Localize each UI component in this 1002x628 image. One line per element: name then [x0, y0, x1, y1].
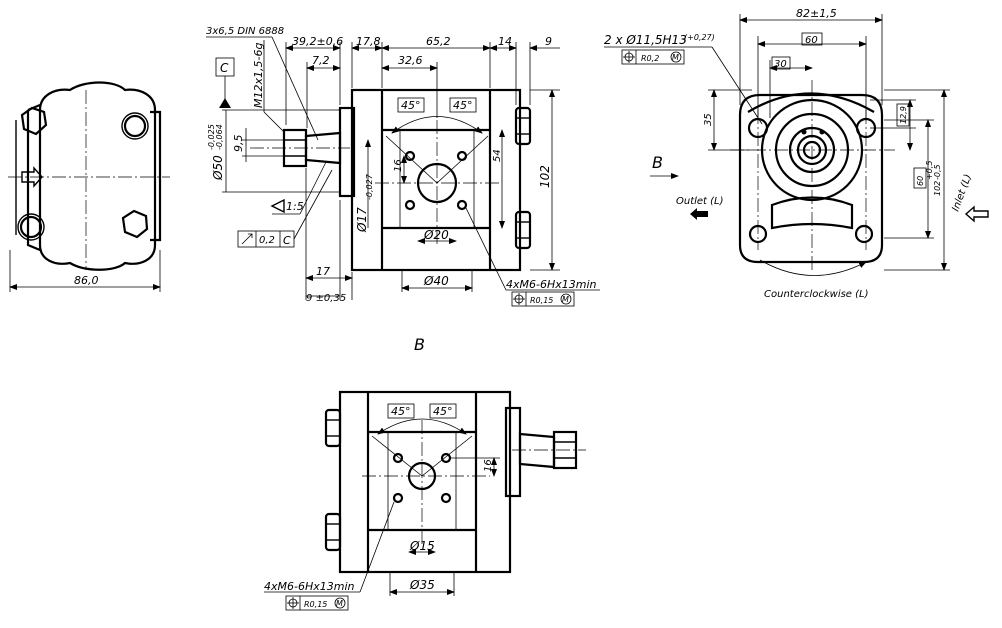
b-port-outer: Ø35	[409, 578, 435, 592]
svg-text:M: M	[336, 599, 343, 608]
rear-dim-60-v: 60	[916, 176, 925, 186]
svg-text:M: M	[672, 53, 679, 62]
rear-hole-tol: (+0,27)	[684, 33, 715, 42]
inlet-label: Inlet (L)	[950, 173, 974, 213]
front-angle-left: 45°	[401, 99, 421, 112]
rear-dim-30: 30	[774, 59, 787, 70]
front-position-tol: R0,15	[530, 296, 553, 305]
port-outer: Ø40	[423, 274, 449, 288]
dim-14: 14	[498, 35, 512, 48]
hex-nut-top-left	[20, 106, 48, 136]
dim-39-2: 39,2±0,6	[292, 35, 343, 48]
rear-dim-60: 60	[805, 35, 818, 46]
rear-dim-102-tol-upper: +0,5	[925, 161, 934, 180]
hex-nut-bottom-right	[121, 209, 149, 239]
rear-dim-35: 35	[703, 113, 714, 126]
dim-9-tol: 9 ±0,35	[306, 293, 346, 304]
front-dim-102: 102	[538, 165, 552, 188]
shaft-tol-upper: -0,025	[207, 124, 216, 150]
rear-dim-12-9: 12,9	[899, 106, 908, 124]
side-width-dim: 86,0	[74, 274, 99, 287]
dim-17-8: 17,8	[356, 35, 381, 48]
front-view: 45° 45° 39,2±0,6 17,8 65,2 14 9 7,2 32,6…	[206, 26, 600, 307]
hole-bottom-left	[19, 215, 43, 239]
front-dim-54: 54	[492, 149, 503, 162]
shaft-tol-lower: -0,064	[215, 124, 224, 150]
front-thread-callout: 4xM6-6Hx13min	[506, 278, 597, 291]
rear-dim-102-tol-lower: -0,5	[933, 164, 942, 180]
front-dim-16: 16	[393, 159, 404, 172]
taper-label: 1:5	[286, 200, 304, 213]
b-port-dia: Ø15	[409, 539, 435, 553]
b-angle-left: 45°	[391, 405, 411, 418]
view-b: B 45° 45°	[264, 335, 586, 611]
bore-small-tol: -0,027	[365, 173, 374, 200]
b-dim-16: 16	[483, 459, 494, 472]
svg-text:M: M	[562, 295, 569, 304]
datum-c: C	[220, 61, 229, 75]
view-b-title: B	[414, 335, 425, 354]
rear-dim-82: 82±1,5	[796, 7, 837, 20]
view-b-marker: B	[652, 153, 663, 172]
port-dia: Ø20	[423, 228, 449, 242]
thread-label: M12x1,5-6g	[252, 43, 265, 108]
rear-hole-pos-tol: R0,2	[641, 54, 659, 63]
rear-dim-102: 102	[933, 181, 942, 196]
center-drill-label: 3x6,5 DIN 6888	[206, 26, 284, 37]
runout-value: 0,2	[259, 235, 275, 246]
dim-9-5: 9,5	[232, 135, 245, 153]
b-thread-callout: 4xM6-6Hx13min	[264, 580, 355, 593]
rear-view: 2 x Ø11,5H13 (+0,27) R0,2 M 82±1,5 60 30…	[604, 7, 989, 300]
bore-small: Ø17	[355, 207, 369, 233]
dim-17: 17	[316, 265, 330, 278]
dim-65-2: 65,2	[426, 35, 451, 48]
b-position-tol: R0,15	[304, 600, 327, 609]
shaft-dia: Ø50	[211, 155, 225, 181]
hole-top-right	[123, 114, 147, 138]
rotation-label: Counterclockwise (L)	[764, 289, 869, 300]
dim-32-6: 32,6	[398, 54, 423, 67]
rear-hole-callout: 2 x Ø11,5H13	[604, 33, 687, 47]
b-angle-right: 45°	[433, 405, 453, 418]
outlet-label: Outlet (L)	[676, 196, 724, 207]
dim-7-2: 7,2	[312, 54, 330, 67]
front-angle-right: 45°	[453, 99, 473, 112]
dim-9: 9	[545, 35, 552, 48]
side-view: 86,0	[8, 81, 170, 292]
runout-datum: C	[283, 234, 291, 247]
